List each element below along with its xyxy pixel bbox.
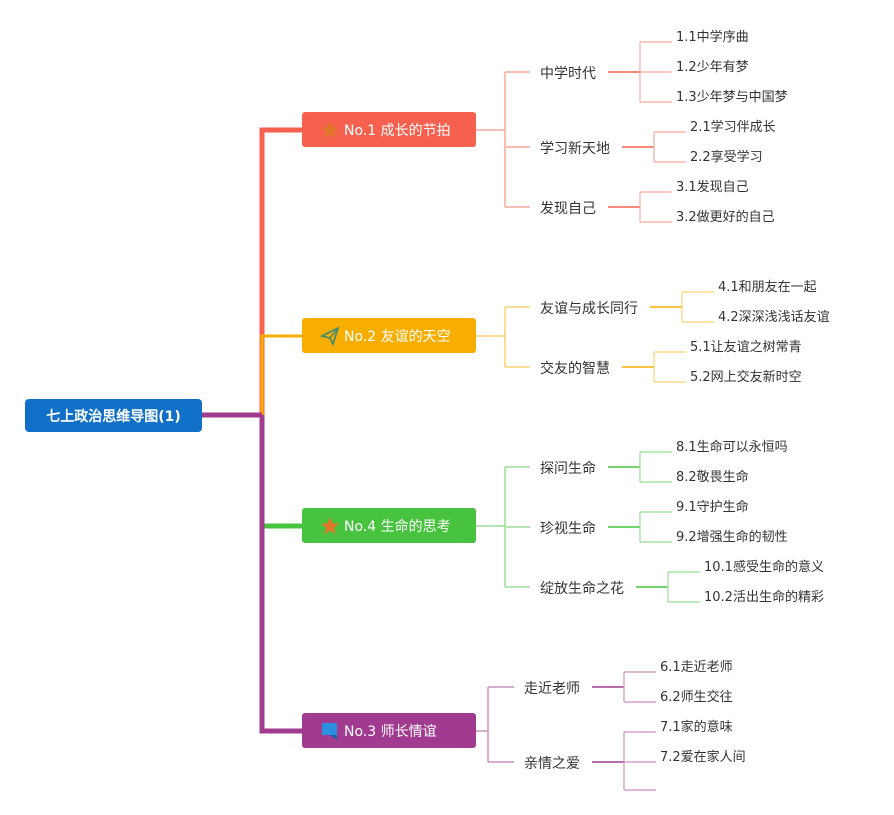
flag-icon (322, 722, 337, 740)
branch-node-3[interactable]: No.4 生命的思考 (302, 508, 476, 543)
leaf-node[interactable]: 2.1学习伴成长 (690, 120, 776, 135)
trunk-connector-4 (259, 415, 302, 734)
subtopic-node[interactable]: 探问生命 (540, 461, 596, 477)
leaf-node[interactable]: 10.1感受生命的意义 (704, 560, 824, 575)
leaf-node[interactable]: 9.2增强生命的韧性 (676, 530, 788, 545)
leaf-node[interactable]: 1.1中学序曲 (676, 30, 749, 45)
subtopic-node[interactable]: 中学时代 (540, 66, 596, 82)
subtopic-node[interactable]: 友谊与成长同行 (540, 301, 638, 317)
leaf-node[interactable]: 4.1和朋友在一起 (718, 280, 817, 295)
leaf-node[interactable]: 4.2深深浅浅话友谊 (718, 310, 830, 325)
subtopic-node[interactable]: 交友的智慧 (540, 361, 610, 377)
subtopic-node[interactable]: 珍视生命 (540, 521, 596, 537)
leaf-node[interactable]: 3.2做更好的自己 (676, 210, 775, 225)
subtopic-node[interactable]: 亲情之爱 (524, 756, 580, 772)
star-icon (321, 516, 339, 534)
leaf-node[interactable]: 6.2师生交往 (660, 690, 733, 705)
root-label: 七上政治思维导图(1) (46, 408, 181, 425)
trunk-connector-3 (259, 415, 302, 529)
trunk-connector-2 (260, 334, 302, 415)
leaf-node[interactable]: 5.1让友谊之树常青 (690, 340, 802, 355)
leaf-node[interactable]: 6.1走近老师 (660, 660, 733, 675)
leaf-node[interactable]: 8.1生命可以永恒吗 (676, 440, 788, 455)
leaf-node[interactable]: 5.2网上交友新时空 (690, 370, 802, 385)
leaf-node[interactable]: 1.2少年有梦 (676, 60, 749, 75)
subtopic-node[interactable]: 学习新天地 (540, 141, 610, 157)
star-icon (321, 120, 339, 138)
subtopic-node[interactable]: 走近老师 (524, 681, 580, 697)
trunk-connector-1 (259, 127, 302, 415)
leaf-node[interactable]: 7.2爱在家人间 (660, 750, 746, 765)
branch-label-2: No.2 友谊的天空 (344, 328, 451, 345)
branch-node-1[interactable]: No.1 成长的节拍 (302, 112, 476, 147)
branch-label-1: No.1 成长的节拍 (344, 122, 451, 139)
subtopic-node[interactable]: 绽放生命之花 (540, 581, 624, 597)
leaf-node[interactable]: 2.2享受学习 (690, 150, 763, 165)
branch-label-3: No.4 生命的思考 (344, 518, 451, 535)
leaf-node[interactable]: 1.3少年梦与中国梦 (676, 90, 788, 105)
leaf-node[interactable]: 10.2活出生命的精彩 (704, 590, 824, 605)
leaf-node[interactable]: 7.1家的意味 (660, 720, 733, 735)
branch-node-4[interactable]: No.3 师长情谊 (302, 713, 476, 748)
leaf-node[interactable]: 3.1发现自己 (676, 180, 749, 195)
root-node[interactable]: 七上政治思维导图(1) (25, 399, 202, 432)
leaf-node[interactable]: 8.2敬畏生命 (676, 470, 749, 485)
leaf-node[interactable]: 9.1守护生命 (676, 500, 749, 515)
paper-plane-icon (320, 325, 340, 346)
branch-node-2[interactable]: No.2 友谊的天空 (302, 318, 476, 353)
branch-label-4: No.3 师长情谊 (344, 723, 437, 740)
subtopic-node[interactable]: 发现自己 (540, 201, 596, 217)
